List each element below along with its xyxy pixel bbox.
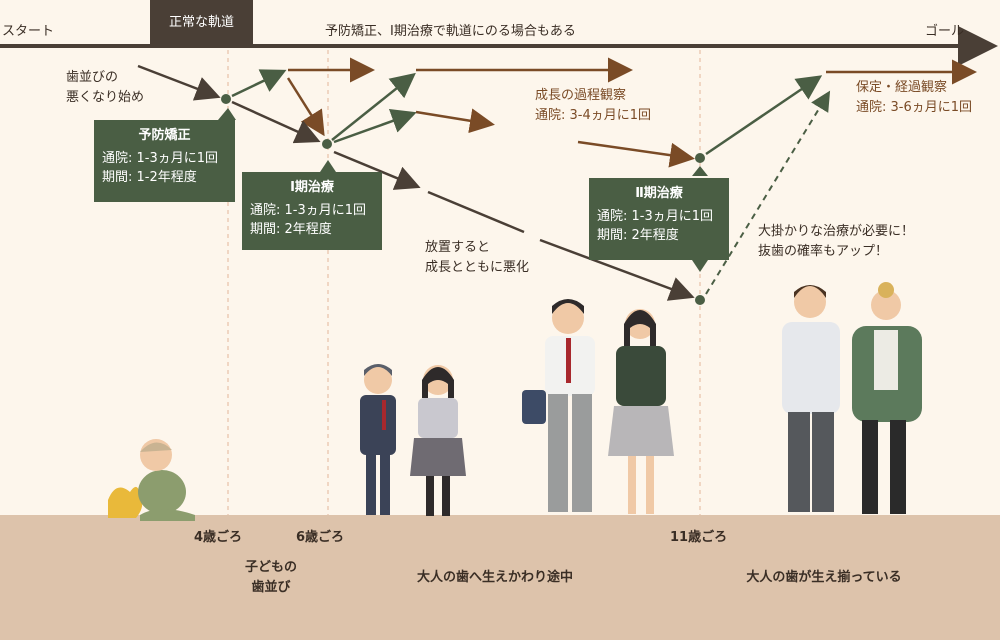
arrow-4-down: [231, 100, 321, 144]
adult-man-figure: [782, 285, 840, 512]
note-growth-line1: 成長の過程観察: [535, 88, 627, 103]
box-preventive: 予防矯正 通院: 1-3ヵ月に1回 期間: 1-2年程度: [94, 120, 235, 202]
node-4: [221, 94, 231, 104]
box-phase1-line1: 通院: 1-3ヵ月に1回: [250, 203, 367, 218]
adult-woman-figure: [852, 282, 922, 514]
box-phase1: Ⅰ期治療 通院: 1-3ヵ月に1回 期間: 2年程度: [242, 172, 382, 250]
note-growth: 成長の過程観察 通院: 3-4ヵ月に1回: [535, 86, 651, 126]
arrow-neglect-1: [427, 190, 525, 234]
girl-child-figure: [410, 365, 466, 516]
stage-adult: 大人の歯が生え揃っている: [746, 570, 902, 585]
arrow-6-mid: [333, 108, 417, 144]
note-early-line2: 悪くなり始め: [66, 90, 145, 105]
boy-child-figure: [360, 364, 396, 515]
start-label: スタート: [2, 24, 55, 39]
stage-child: 子どもの 歯並び: [236, 558, 306, 598]
arrow-obs-2: [577, 140, 695, 168]
age-6: 6歳ごろ: [296, 530, 345, 545]
arrow-obs-1: [415, 108, 495, 134]
arrow-6-down: [333, 150, 421, 190]
node-11-top: [695, 153, 705, 163]
node-11-bottom: [695, 295, 705, 305]
stage-child-line2: 歯並び: [251, 580, 291, 595]
normal-track-tab: [150, 0, 253, 46]
ground-band: [0, 515, 1000, 640]
stage-mixed: 大人の歯へ生えかわり途中: [416, 570, 573, 585]
note-major-line1: 大掛かりな治療が必要に！: [758, 224, 915, 239]
pointer-preventive: [218, 108, 236, 120]
teen-boy-figure: [522, 299, 595, 512]
note-neglect: 放置すると 成長とともに悪化: [425, 238, 529, 278]
note-retention-line1: 保定・経過観察: [856, 80, 948, 95]
note-retention: 保定・経過観察 通院: 3-6ヵ月に1回: [856, 78, 972, 118]
teen-girl-figure: [608, 309, 674, 514]
age-4: 4歳ごろ: [194, 530, 243, 545]
box-phase2-line1: 通院: 1-3ヵ月に1回: [597, 209, 714, 224]
age-guides: [227, 50, 701, 515]
node-6: [322, 139, 332, 149]
arrow-neglect-2: [539, 238, 695, 301]
note-neglect-line1: 放置すると: [425, 240, 491, 255]
age-11: 11歳ごろ: [670, 530, 728, 545]
box-phase2-title: Ⅱ期治療: [635, 186, 683, 201]
note-neglect-line2: 成長とともに悪化: [425, 260, 530, 275]
box-preventive-title: 予防矯正: [138, 128, 191, 143]
arrow-6-up: [331, 72, 416, 141]
pointer-phase2: [692, 260, 708, 272]
pointer-phase1: [320, 160, 336, 172]
box-preventive-line1: 通院: 1-3ヵ月に1回: [102, 151, 219, 166]
arrow-4-up: [231, 69, 287, 98]
box-phase1-line2: 期間: 2年程度: [250, 222, 332, 237]
box-preventive-line2: 期間: 1-2年程度: [102, 170, 197, 185]
box-phase2: Ⅱ期治療 通院: 1-3ヵ月に1回 期間: 2年程度: [589, 178, 729, 260]
note-major: 大掛かりな治療が必要に！ 抜歯の確率もアップ！: [758, 222, 914, 262]
stage-child-line1: 子どもの: [244, 560, 297, 575]
note-major-line2: 抜歯の確率もアップ！: [758, 244, 889, 259]
arrow-early: [137, 64, 221, 101]
goal-label: ゴール: [925, 24, 965, 39]
normal-track-label: 正常な軌道: [168, 15, 234, 30]
note-retention-line2: 通院: 3-6ヵ月に1回: [856, 100, 973, 115]
prevent-note: 予防矯正、Ⅰ期治療で軌道にのる場合もある: [325, 24, 576, 39]
note-early-line1: 歯並びの: [66, 70, 119, 85]
box-phase1-title: Ⅰ期治療: [290, 180, 334, 195]
note-early: 歯並びの 悪くなり始め: [66, 68, 144, 108]
box-phase2-line2: 期間: 2年程度: [597, 228, 679, 243]
pointer-phase2-top: [692, 166, 708, 176]
baby-figure: [108, 439, 195, 521]
note-growth-line2: 通院: 3-4ヵ月に1回: [535, 108, 652, 123]
arrow-11-up: [705, 75, 823, 156]
